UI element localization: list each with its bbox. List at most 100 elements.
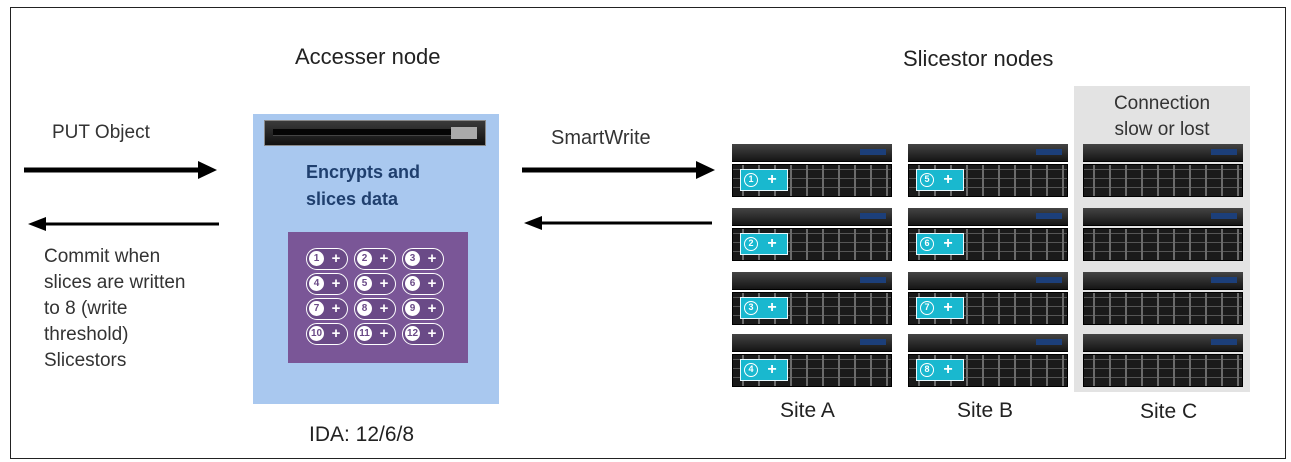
stored-slice-badge: 7+ [916, 297, 964, 319]
slicestor-server: 7+ [908, 272, 1068, 325]
plus-icon: + [379, 300, 389, 317]
server-top-panel [908, 208, 1068, 226]
commit-label: Commit when slices are written to 8 (wri… [44, 244, 186, 374]
stored-slice-badge: 6+ [916, 233, 964, 255]
server-indicator [860, 149, 886, 155]
server-indicator [1211, 213, 1237, 219]
slice-number: 3 [744, 301, 758, 315]
plus-icon: + [331, 300, 341, 317]
slice-pill: 4+ [306, 273, 348, 295]
commit-line: Slicestors [44, 350, 127, 371]
slice-pill: 5+ [354, 273, 396, 295]
commit-line: threshold) [44, 324, 129, 345]
plus-icon: + [767, 235, 777, 252]
slice-number: 7 [309, 301, 324, 316]
slice-pill: 10+ [306, 323, 348, 345]
ida-label: IDA: 12/6/8 [309, 423, 415, 446]
slice-pill: 9+ [402, 298, 444, 320]
server-indicator [1036, 213, 1062, 219]
slicestor-server [1083, 208, 1243, 261]
drive-bays [1083, 354, 1243, 387]
plus-icon: + [427, 300, 437, 317]
plus-icon: + [427, 275, 437, 292]
drive-bays [1083, 228, 1243, 261]
slice-number: 3 [405, 251, 420, 266]
plus-icon: + [379, 275, 389, 292]
site-c-note-line: Connection [1113, 93, 1211, 114]
server-indicator [1211, 149, 1237, 155]
slicestor-server [1083, 334, 1243, 387]
server-top-panel [732, 334, 892, 352]
slice-number: 6 [920, 237, 934, 251]
plus-icon: + [943, 171, 953, 188]
server-indicator [860, 213, 886, 219]
slicestor-server: 6+ [908, 208, 1068, 261]
slice-number: 2 [357, 251, 372, 266]
server-ports [451, 127, 477, 139]
diagram-frame [10, 7, 1286, 459]
slice-number: 6 [405, 276, 420, 291]
plus-icon: + [379, 325, 389, 342]
site-c-note-line: slow or lost [1114, 119, 1210, 140]
plus-icon: + [767, 361, 777, 378]
server-top-panel [908, 272, 1068, 290]
accesser-server-icon [264, 120, 486, 146]
slicestor-server: 1+ [732, 144, 892, 197]
site-c-label: Site C [1140, 400, 1198, 423]
drive-bays [908, 354, 1068, 387]
server-top-panel [1083, 272, 1243, 290]
commit-arrow [28, 217, 219, 231]
slicestor-server: 5+ [908, 144, 1068, 197]
plus-icon: + [427, 250, 437, 267]
commit-line: Commit when [44, 246, 161, 267]
plus-icon: + [379, 250, 389, 267]
slice-number: 8 [920, 363, 934, 377]
server-top-panel [1083, 144, 1243, 162]
plus-icon: + [331, 275, 341, 292]
accesser-description: Encrypts and slices data [306, 159, 420, 213]
slicestor-server: 2+ [732, 208, 892, 261]
slice-pill: 2+ [354, 248, 396, 270]
slice-pill: 7+ [306, 298, 348, 320]
server-indicator [860, 339, 886, 345]
server-indicator [1211, 277, 1237, 283]
commit-line: slices are written [44, 272, 186, 293]
drive-bays [1083, 292, 1243, 325]
slice-pill: 12 + [402, 323, 444, 345]
stored-slice-badge: 1+ [740, 169, 788, 191]
slice-number: 9 [405, 301, 420, 316]
smartwrite-label: SmartWrite [551, 127, 651, 149]
slice-pill: 6+ [402, 273, 444, 295]
slice-number: 1 [309, 251, 324, 266]
server-indicator [1036, 149, 1062, 155]
slice-number: 2 [744, 237, 758, 251]
site-a-label: Site A [780, 399, 835, 422]
slice-panel: 1+2+3+4+5+6+7+8+9+10+11+12+ [288, 232, 468, 363]
site-b-label: Site B [957, 399, 1014, 422]
plus-icon: + [427, 325, 437, 342]
slicestor-server: 3+ [732, 272, 892, 325]
put-object-label: PUT Object [52, 122, 150, 143]
accesser-description-line: slices data [306, 189, 399, 209]
slice-number: 12 [405, 326, 420, 341]
plus-icon: + [943, 299, 953, 316]
slicestor-server: 8+ [908, 334, 1068, 387]
server-top-panel [732, 144, 892, 162]
server-top-panel [908, 334, 1068, 352]
server-top-panel [908, 144, 1068, 162]
slicestor-server [1083, 272, 1243, 325]
plus-icon: + [943, 361, 953, 378]
slice-number: 5 [920, 173, 934, 187]
server-indicator [1036, 339, 1062, 345]
stored-slice-badge: 8+ [916, 359, 964, 381]
plus-icon: + [331, 325, 341, 342]
slice-number: 8 [357, 301, 372, 316]
plus-icon: + [767, 299, 777, 316]
stored-slice-badge: 3+ [740, 297, 788, 319]
accesser-node-title: Accesser node [295, 44, 441, 69]
plus-icon: + [331, 250, 341, 267]
slice-number: 4 [744, 363, 758, 377]
slice-pill: 1+ [306, 248, 348, 270]
server-top-panel [1083, 334, 1243, 352]
